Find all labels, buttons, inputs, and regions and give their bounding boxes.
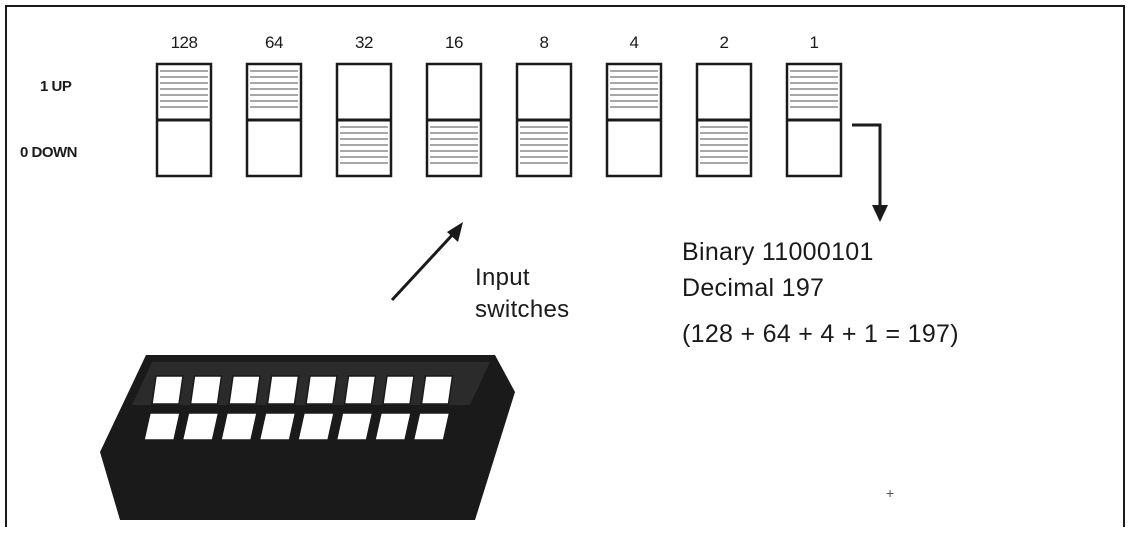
frame-border [5, 5, 1125, 527]
dip-keys [143, 375, 454, 441]
bit-weight-2: 2 [719, 33, 729, 52]
binary-result: Binary 11000101 [682, 238, 874, 266]
switch-2 [695, 62, 753, 178]
pointer-arrow-line [390, 230, 457, 302]
bit-weight-16: 16 [445, 33, 463, 52]
dip-key-lower [412, 412, 451, 441]
dip-key-upper [420, 375, 454, 405]
dip-key-lower [181, 412, 220, 441]
switch-128 [155, 62, 213, 178]
switch-8 [515, 62, 573, 178]
dip-key-upper [228, 375, 261, 405]
dip-key-lower [220, 412, 258, 441]
dip-key-upper [189, 375, 223, 405]
decimal-result: Decimal 197 [682, 274, 825, 302]
dip-package [100, 355, 515, 520]
dip-key-lower [258, 412, 297, 441]
bit-weight-64: 64 [265, 33, 283, 52]
dip-key-upper [382, 375, 415, 405]
dip-key-upper [266, 375, 300, 405]
switch-1 [785, 62, 843, 178]
bit-weight-8: 8 [539, 33, 549, 52]
bit-weight-32: 32 [355, 33, 373, 52]
dip-key-upper [343, 375, 377, 405]
dip-key-lower [297, 412, 335, 441]
switch-32 [335, 62, 393, 178]
bit-weight-128: 128 [170, 33, 198, 52]
row-label-down: 0 DOWN [20, 144, 78, 161]
dip-key-upper [305, 375, 338, 405]
switch-group [155, 62, 843, 178]
stray-mark: + [886, 485, 894, 501]
input-switches-label: Input switches [475, 264, 570, 324]
dip-key-lower [143, 412, 181, 441]
result-arrow-line [852, 123, 882, 208]
pointer-arrow-head [447, 222, 463, 242]
dip-key-lower [335, 412, 374, 441]
switch-16 [425, 62, 483, 178]
switch-4 [605, 62, 663, 178]
sum-result: (128 + 64 + 4 + 1 = 197) [682, 320, 959, 348]
row-label-up: 1 UP [40, 78, 72, 95]
switch-64 [245, 62, 303, 178]
bit-weight-4: 4 [629, 33, 639, 52]
result-arrow-head [872, 205, 888, 222]
dip-key-upper [151, 375, 184, 405]
dip-key-lower [374, 412, 412, 441]
bit-weight-1: 1 [809, 33, 819, 52]
